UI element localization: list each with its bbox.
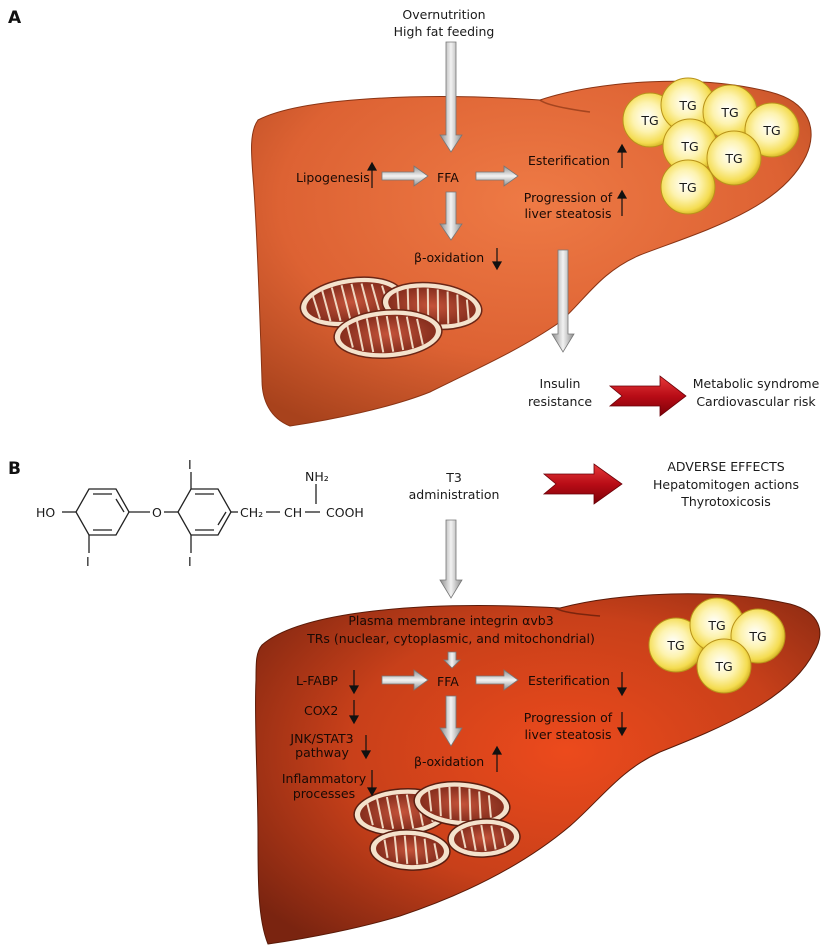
molecule-ether-o: O bbox=[152, 505, 162, 520]
membrane-integrin-label: Plasma membrane integrin αvb3 bbox=[348, 613, 554, 628]
esterification-label-a: Esterification bbox=[528, 153, 610, 168]
high-fat-feeding-label: High fat feeding bbox=[393, 24, 495, 39]
lfabp-label: L-FABP bbox=[296, 673, 338, 688]
panel-a-mitochondria bbox=[299, 276, 483, 359]
molecule-iodine-1: I bbox=[86, 554, 90, 569]
progression-label-b-line2: liver steatosis bbox=[524, 727, 612, 742]
panel-a-tg-droplets bbox=[622, 77, 800, 215]
thyrotoxicosis-label: Thyrotoxicosis bbox=[681, 494, 771, 509]
tg-label: TG bbox=[708, 618, 726, 633]
t3-molecule-structure bbox=[62, 472, 320, 553]
adverse-effects-title: ADVERSE EFFECTS bbox=[667, 459, 785, 474]
ffa-label-b: FFA bbox=[437, 674, 459, 689]
panel-b-mitochondria bbox=[353, 780, 521, 871]
molecule-ho: HO bbox=[36, 505, 56, 520]
insulin-label-line1: Insulin bbox=[539, 376, 581, 391]
panel-a-letter: A bbox=[8, 8, 22, 28]
panel-a-arrows bbox=[381, 41, 575, 353]
tg-label: TG bbox=[641, 113, 659, 128]
inflammatory-label-line2: processes bbox=[292, 786, 356, 801]
t3-label-line1: T3 bbox=[446, 470, 462, 485]
tg-label: TG bbox=[763, 123, 781, 138]
ffa-label-a: FFA bbox=[437, 170, 459, 185]
progression-label-a-line1: Progression of bbox=[523, 190, 613, 205]
jnk-stat3-label-line2: pathway bbox=[295, 745, 349, 760]
inflammatory-label-line1: Inflammatory bbox=[281, 771, 367, 786]
lipogenesis-label: Lipogenesis bbox=[296, 170, 370, 185]
tg-label: TG bbox=[681, 139, 699, 154]
esterification-label-b: Esterification bbox=[528, 673, 610, 688]
molecule-ch2: CH₂ bbox=[240, 505, 264, 520]
molecule-nh2: NH₂ bbox=[305, 469, 329, 484]
metabolic-syndrome-label: Metabolic syndrome bbox=[692, 376, 820, 391]
jnk-stat3-label-line1: JNK/STAT3 bbox=[290, 731, 354, 746]
molecule-cooh: COOH bbox=[326, 505, 364, 520]
beta-oxidation-label-a: β-oxidation bbox=[414, 250, 485, 265]
hepatomitogen-label: Hepatomitogen actions bbox=[653, 477, 799, 492]
tg-label: TG bbox=[725, 151, 743, 166]
beta-oxidation-label-b: β-oxidation bbox=[414, 754, 485, 769]
tg-label: TG bbox=[679, 98, 697, 113]
overnutrition-label: Overnutrition bbox=[402, 7, 486, 22]
tg-label: TG bbox=[715, 659, 733, 674]
panel-b-letter: B bbox=[8, 459, 21, 479]
progression-label-b-line1: Progression of bbox=[523, 710, 613, 725]
tg-label: TG bbox=[749, 629, 767, 644]
panel-b-red-arrow bbox=[542, 463, 623, 505]
molecule-iodine-2: I bbox=[188, 457, 192, 472]
tg-label: TG bbox=[721, 105, 739, 120]
molecule-ch: CH bbox=[284, 505, 303, 520]
tg-label: TG bbox=[667, 638, 685, 653]
thyroid-receptors-label: TRs (nuclear, cytoplasmic, and mitochond… bbox=[307, 631, 595, 646]
t3-label-line2: administration bbox=[408, 487, 500, 502]
molecule-iodine-3: I bbox=[188, 554, 192, 569]
tg-label: TG bbox=[679, 180, 697, 195]
cox2-label: COX2 bbox=[304, 703, 339, 718]
progression-label-a-line2: liver steatosis bbox=[524, 206, 612, 221]
panel-a-red-arrow bbox=[608, 375, 687, 417]
panel-b-tg-droplets bbox=[648, 597, 786, 694]
cardiovascular-risk-label: Cardiovascular risk bbox=[696, 394, 816, 409]
panel-b-indicator-arrows bbox=[348, 670, 628, 797]
panel-a-indicator-arrows bbox=[366, 143, 628, 271]
panel-b-arrows bbox=[381, 519, 519, 747]
insulin-label-line2: resistance bbox=[527, 394, 593, 409]
